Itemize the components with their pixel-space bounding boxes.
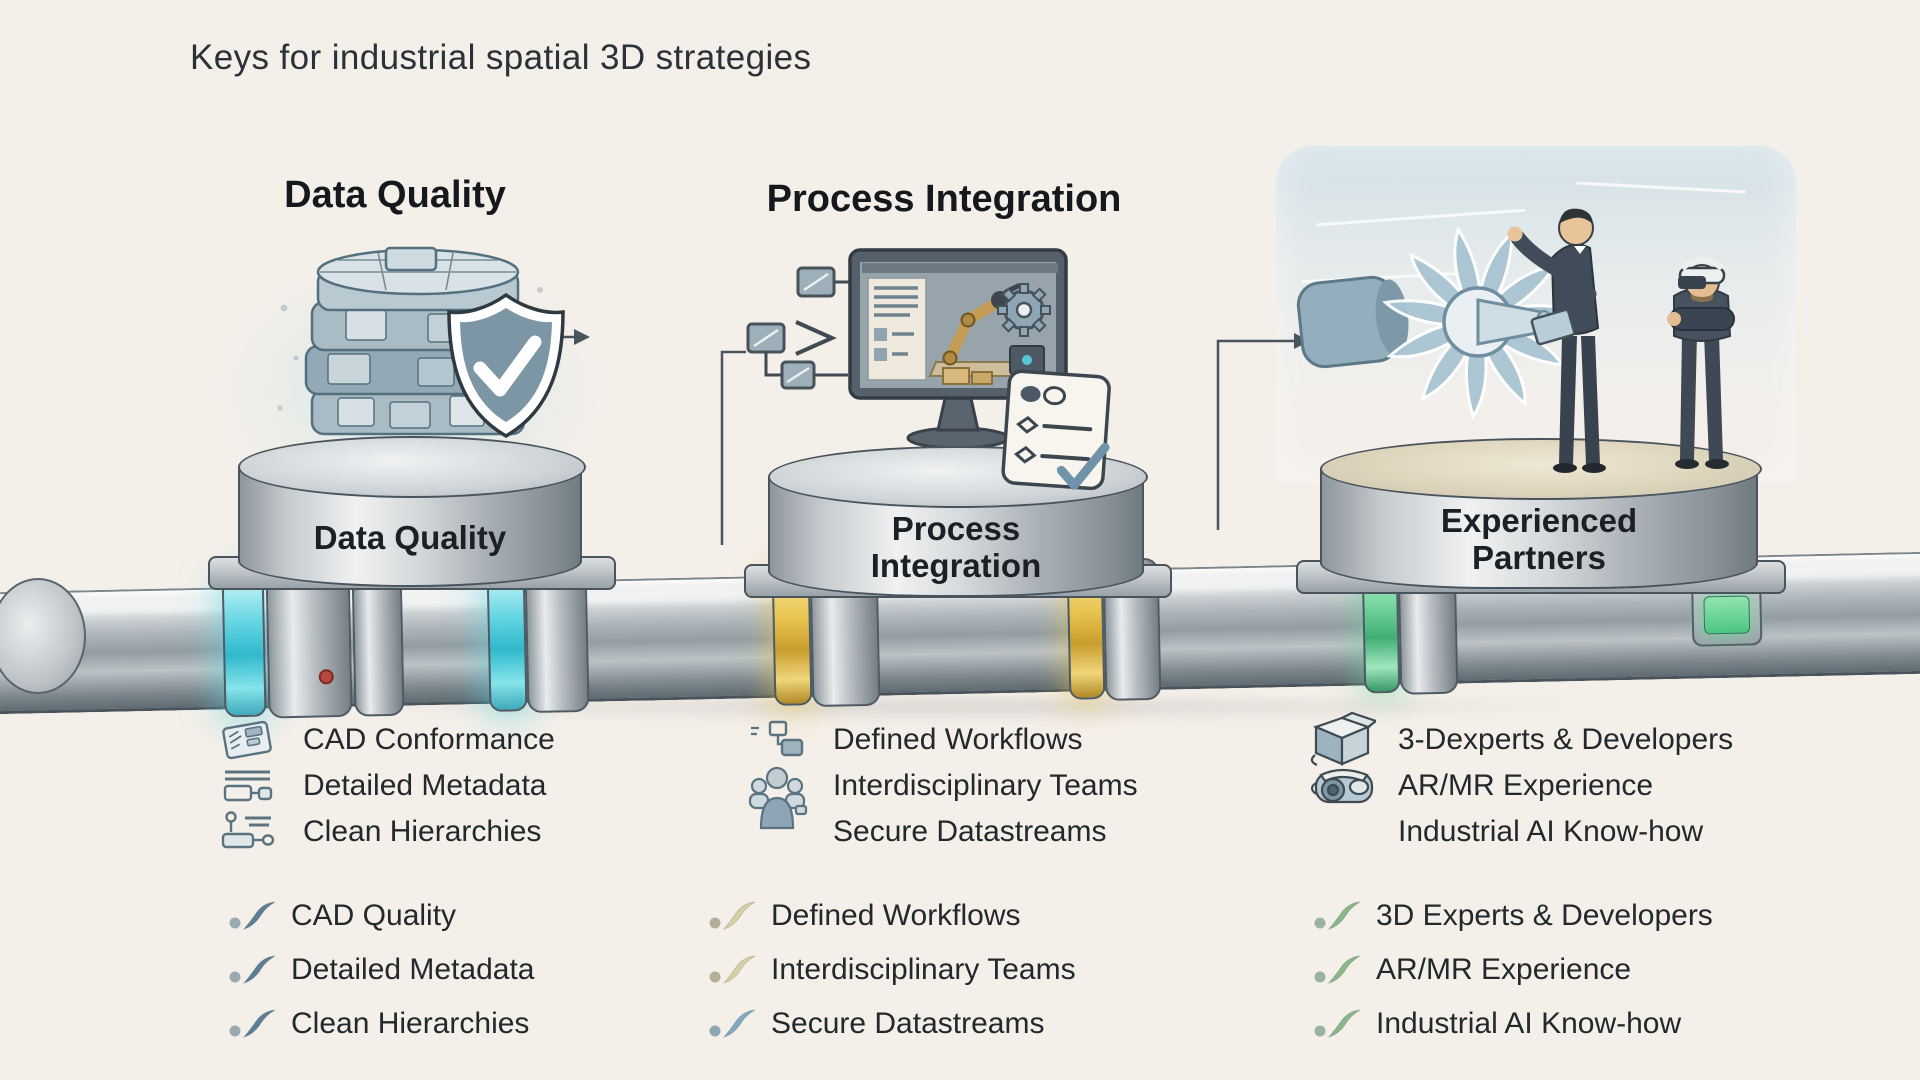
- cad-card-icon: [205, 717, 289, 763]
- pipe-endcap: [0, 578, 86, 694]
- feature-item: Secure Datastreams: [735, 810, 1106, 854]
- metadata-icon: [205, 766, 289, 806]
- checklist-label: AR/MR Experience: [1376, 953, 1632, 986]
- checkmark-icon: [705, 1007, 761, 1041]
- arrowhead-1: [574, 329, 590, 345]
- feature-label: CAD Conformance: [303, 723, 555, 756]
- pipe-coupling: [351, 573, 405, 717]
- shield-check-icon: [447, 292, 565, 439]
- pedestal-label: Experienced Partners: [1440, 502, 1638, 576]
- page-title: Keys for industrial spatial 3D strategie…: [190, 38, 812, 77]
- feature-label: Industrial AI Know-how: [1398, 815, 1704, 848]
- feature-label: Secure Datastreams: [833, 815, 1107, 848]
- pipe-ring-teal-1: [221, 578, 267, 718]
- feature-label: AR/MR Experience: [1398, 769, 1654, 802]
- checklist-item: Clean Hierarchies: [225, 1004, 529, 1044]
- checklist-card-icon: [1001, 369, 1111, 491]
- checklist-item: Secure Datastreams: [705, 1004, 1044, 1044]
- pedestal-data-quality: Data Quality: [238, 436, 586, 587]
- checklist-item: Interdisciplinary Teams: [705, 950, 1076, 990]
- checkmark-icon: [705, 899, 761, 933]
- cube-icon: [1300, 710, 1384, 770]
- checklist-label: Interdisciplinary Teams: [771, 953, 1076, 986]
- checklist-item: Industrial AI Know-how: [1310, 1004, 1681, 1044]
- checkmark-icon: [1310, 953, 1366, 987]
- feature-label: Clean Hierarchies: [303, 815, 542, 848]
- teams-icon: [735, 738, 819, 834]
- feature-label: 3-Dexperts & Developers: [1398, 723, 1734, 756]
- feature-item: AR/MR Experience: [1300, 764, 1653, 808]
- vertical-connector-1: [720, 350, 746, 545]
- checkmark-icon: [225, 899, 281, 933]
- feature-label: Defined Workflows: [833, 723, 1083, 756]
- feature-item: Interdisciplinary Teams: [735, 764, 1138, 830]
- feature-label: Interdisciplinary Teams: [833, 769, 1138, 802]
- heading-data-quality: Data Quality: [284, 174, 506, 216]
- checkmark-icon: [225, 1007, 281, 1041]
- gear-icon: [997, 283, 1051, 337]
- checklist-label: Detailed Metadata: [291, 953, 535, 986]
- feature-item: 3-Dexperts & Developers: [1300, 711, 1734, 767]
- pipe-coupling: [524, 569, 590, 714]
- checkmark-icon: [705, 953, 761, 987]
- feature-item: Defined Workflows: [735, 718, 1083, 762]
- checkmark-icon: [1310, 899, 1366, 933]
- checklist-item: AR/MR Experience: [1310, 950, 1631, 990]
- pedestal-process-integration: Process Integration: [768, 446, 1148, 597]
- checkmark-icon: [225, 953, 281, 987]
- pedestal-top: [238, 436, 586, 498]
- hierarchy-icon: [205, 809, 289, 855]
- feature-item: Clean Hierarchies: [205, 810, 541, 854]
- people-illustration: [1507, 208, 1735, 473]
- workflow-icon: [735, 718, 819, 762]
- presenter-figure: [1507, 208, 1606, 473]
- feature-label: Detailed Metadata: [303, 769, 547, 802]
- checklist-label: Secure Datastreams: [771, 1007, 1045, 1040]
- checklist-item: Detailed Metadata: [225, 950, 535, 990]
- checklist-label: Industrial AI Know-how: [1376, 1007, 1682, 1040]
- checklist-item: 3D Experts & Developers: [1310, 896, 1713, 936]
- checklist-label: CAD Quality: [291, 899, 457, 932]
- pedestal-label: Data Quality: [313, 518, 507, 556]
- pedestal-experienced-partners: Experienced Partners: [1320, 438, 1762, 589]
- pipe-ring-teal-2: [486, 573, 528, 712]
- checkmark-icon: [1310, 1007, 1366, 1041]
- checklist-label: 3D Experts & Developers: [1376, 899, 1713, 932]
- feature-item: CAD Conformance: [205, 718, 555, 762]
- checklist-label: Clean Hierarchies: [291, 1007, 530, 1040]
- turbine-hologram-illustration: [1296, 226, 1576, 420]
- checklist-label: Defined Workflows: [771, 899, 1021, 932]
- pipe-coupling: [265, 574, 353, 719]
- monitor-illustration: [848, 248, 1068, 450]
- pipe-green-indicator-light: [1703, 595, 1751, 635]
- vr-viewer-figure: [1667, 257, 1735, 469]
- feature-item: Detailed Metadata: [205, 764, 547, 808]
- l-connector-2: [1216, 339, 1296, 530]
- feature-item: Industrial AI Know-how: [1300, 810, 1703, 854]
- checklist-item: CAD Quality: [225, 896, 456, 936]
- heading-process-integration: Process Integration: [766, 178, 1122, 220]
- pedestal-label: Process Integration: [870, 510, 1042, 584]
- ar-headset-icon: [1300, 761, 1384, 811]
- checklist-item: Defined Workflows: [705, 896, 1021, 936]
